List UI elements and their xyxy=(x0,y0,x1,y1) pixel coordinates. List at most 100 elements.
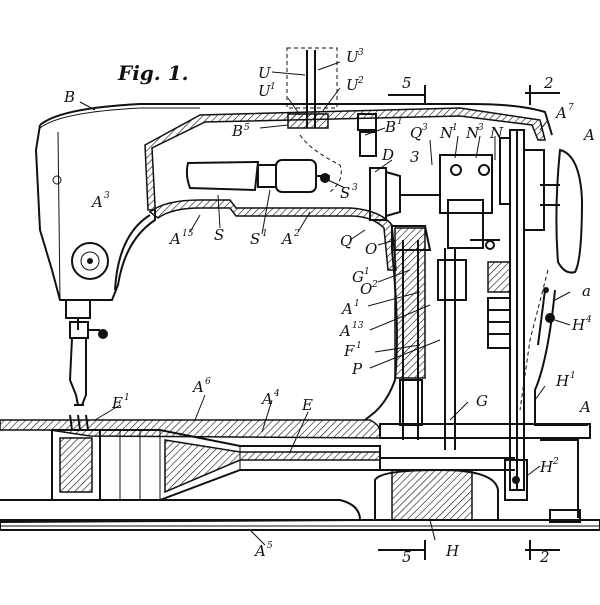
label-N1: N xyxy=(439,124,454,142)
lever-H4 xyxy=(537,289,546,346)
head-screw xyxy=(52,175,62,185)
label-B5: B xyxy=(231,122,243,140)
balance-wheel-knob xyxy=(71,242,109,280)
label-N3-sup: 3 xyxy=(478,123,484,133)
label-A1-sup: 1 xyxy=(354,299,360,309)
label-S3: S xyxy=(340,184,350,202)
label-A4-sup: 4 xyxy=(273,389,280,399)
label-U2-sup: 2 xyxy=(357,76,364,86)
label-A3: A xyxy=(90,193,103,211)
cam-housing-S xyxy=(185,160,260,192)
pillar-left-outer xyxy=(364,249,398,421)
label-S1-sup: 1 xyxy=(262,229,268,239)
label-U: U xyxy=(258,64,272,82)
label-F1-sup: 1 xyxy=(356,341,362,351)
label-A5-sup: 5 xyxy=(267,541,273,551)
label-A6-sup: 6 xyxy=(205,377,211,387)
pillar-right-outer xyxy=(534,289,588,426)
bushing-U1 xyxy=(287,113,329,129)
label-U1-sup: 1 xyxy=(270,82,276,92)
bed-plate-right xyxy=(379,423,591,439)
label-Q: Q xyxy=(340,232,352,250)
label-H2-sup: 2 xyxy=(552,457,559,467)
leader-lines xyxy=(79,61,571,546)
label-G: G xyxy=(476,392,488,410)
label-A3-sup: 3 xyxy=(104,191,110,201)
hidden-lever xyxy=(519,269,549,411)
pulley-hub xyxy=(523,149,545,231)
label-3: 3 xyxy=(410,148,420,166)
section-mark-5-top: 5 xyxy=(402,74,412,92)
label-F1: F xyxy=(343,342,355,360)
label-A7-sup: 7 xyxy=(568,103,574,113)
reference-labels: U U 3 U 1 U 2 B B 5 B 1 A 3 A 7 A Q 3 N … xyxy=(63,48,595,566)
label-D: D xyxy=(381,146,394,164)
label-U3: U xyxy=(346,48,360,66)
eccentric-S1 xyxy=(275,159,317,193)
upper-arm-lower-wall xyxy=(148,199,397,271)
label-Q3-sup: 3 xyxy=(422,123,428,133)
label-S1: S xyxy=(250,230,260,248)
label-Q3: Q xyxy=(410,124,422,142)
arm-cover-B xyxy=(39,103,553,136)
upper-arm-wall xyxy=(144,107,546,211)
gear-O xyxy=(391,225,432,251)
label-U1: U xyxy=(258,82,272,100)
label-H1-sup: 1 xyxy=(570,371,576,381)
arm-inner-curve xyxy=(114,214,151,291)
label-O2-sup: 2 xyxy=(371,280,378,290)
label-A13-sup: 13 xyxy=(352,321,364,331)
label-E1-sup: 1 xyxy=(124,393,130,403)
label-B: B xyxy=(63,88,75,106)
base-plate xyxy=(0,519,600,531)
label-A2-sup: 2 xyxy=(293,229,300,239)
label-S: S xyxy=(214,226,224,244)
presser-foot xyxy=(68,337,87,406)
label-B1-sup: 1 xyxy=(397,117,403,127)
label-O: O xyxy=(365,240,377,258)
label-N: N xyxy=(489,124,504,142)
label-H: H xyxy=(445,542,460,560)
label-B5-sup: 5 xyxy=(244,123,250,133)
label-A6: A xyxy=(191,378,204,396)
label-U2: U xyxy=(346,76,360,94)
label-A15-sup: 15 xyxy=(182,229,194,239)
label-A7: A xyxy=(554,104,567,122)
label-E: E xyxy=(301,396,313,414)
label-B1: B xyxy=(384,118,396,136)
label-A-right1: A xyxy=(582,126,595,144)
label-A4: A xyxy=(260,390,273,408)
label-G1-sup: 1 xyxy=(364,267,370,277)
needle-clamp xyxy=(65,299,91,319)
label-O2: O xyxy=(360,280,372,298)
crank-H2 xyxy=(504,459,528,501)
thread-guide-U xyxy=(286,47,338,109)
label-H4-sup: 4 xyxy=(585,315,592,325)
label-G1: G xyxy=(352,268,364,286)
label-H4: H xyxy=(571,316,586,334)
label-N1-sup: 1 xyxy=(452,123,458,133)
hand-wheel xyxy=(555,148,584,274)
label-A-right2: A xyxy=(578,398,591,416)
label-H1: H xyxy=(555,372,570,390)
label-A2: A xyxy=(280,230,293,248)
label-a: a xyxy=(582,282,591,300)
label-A1: A xyxy=(340,300,353,318)
figure-title: Fig. 1. xyxy=(117,61,189,85)
arm-cover-inner xyxy=(39,107,200,129)
label-H2: H xyxy=(539,458,554,476)
section-mark-5-bottom: 5 xyxy=(402,548,412,566)
thumb-screw-icon xyxy=(98,329,108,339)
section-mark-2-top: 2 xyxy=(543,74,554,92)
head-housing-edge xyxy=(57,131,61,301)
label-A15: A xyxy=(168,230,181,248)
label-U3-sup: 3 xyxy=(358,48,364,58)
head-housing-A3 xyxy=(34,124,156,301)
cam-block-N xyxy=(439,154,493,214)
pillar-wall-A1 xyxy=(394,227,426,379)
section-mark-2-bottom: 2 xyxy=(539,548,550,566)
label-S3-sup: 3 xyxy=(352,183,358,193)
label-A5: A xyxy=(253,542,266,560)
